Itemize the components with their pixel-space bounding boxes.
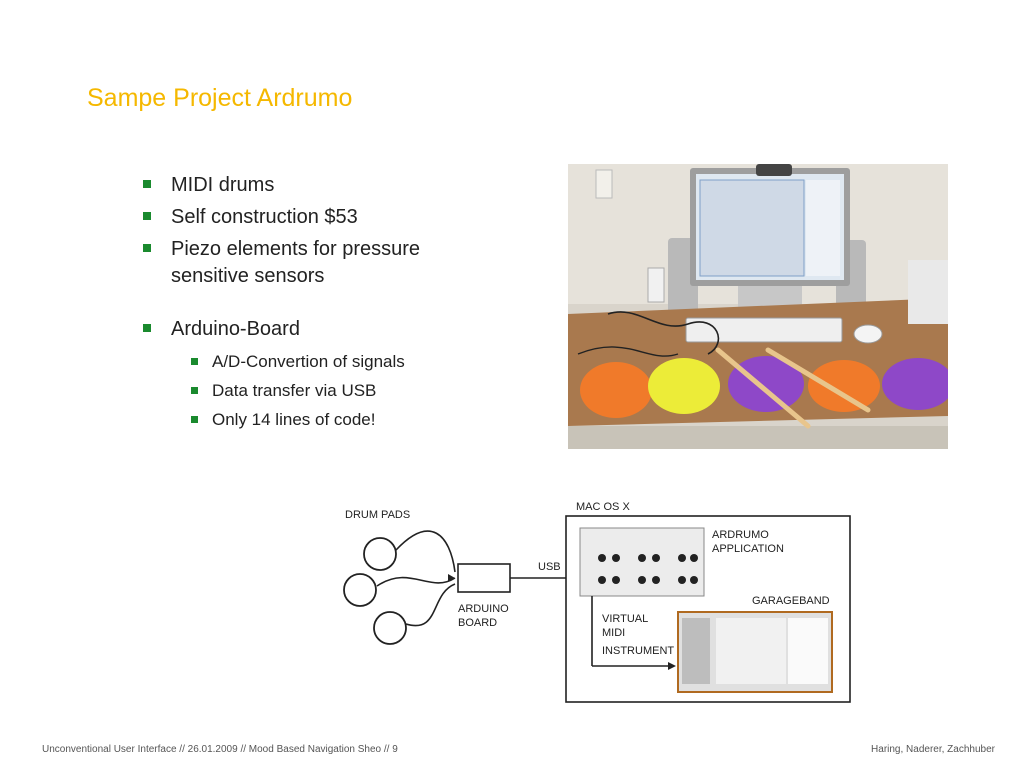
garageband-label: GARAGEBAND [752, 595, 830, 607]
slide-title: Sampe Project Ardrumo [87, 84, 353, 112]
app-label-line2: APPLICATION [712, 543, 784, 555]
mac-os-label: MAC OS X [576, 501, 630, 513]
sub-bullet-item: Data transfer via USB [189, 376, 503, 405]
bullet-item: Piezo elements for pressure sensitive se… [143, 236, 503, 290]
arduino-board-box [457, 563, 511, 593]
footer-right: Haring, Naderer, Zachhuber [871, 744, 995, 755]
usb-label: USB [538, 561, 561, 573]
app-label-line1: ARDRUMO [712, 529, 769, 541]
arduino-label-line2: BOARD [458, 617, 497, 629]
virtual-label-line1: VIRTUAL [602, 613, 648, 625]
bullet-item: MIDI drums [143, 172, 503, 199]
arduino-label-line1: ARDUINO [458, 603, 509, 615]
bullet-item-label: Arduino-Board [171, 318, 300, 340]
sub-bullet-list: A/D-Convertion of signals Data transfer … [171, 347, 503, 434]
drum-pad-circle [373, 611, 407, 645]
setup-photo [568, 164, 948, 449]
drum-pad-circle [363, 537, 397, 571]
virtual-label-line2: MIDI [602, 627, 625, 639]
sub-bullet-item: Only 14 lines of code! [189, 405, 503, 434]
drum-pads-label: DRUM PADS [345, 509, 410, 521]
virtual-label-line3: INSTRUMENT [602, 645, 674, 657]
footer-left: Unconventional User Interface // 26.01.2… [42, 744, 398, 755]
bullet-item: Self construction $53 [143, 204, 503, 231]
ardrumo-diagram: DRUM PADS ARDUINO BOARD USB MAC OS X ARD… [343, 501, 851, 703]
drum-pad-circle [343, 573, 377, 607]
bullet-list: MIDI drums Self construction $53 Piezo e… [143, 172, 503, 439]
bullet-item-arduino: Arduino-Board A/D-Convertion of signals … [143, 316, 503, 434]
sub-bullet-item: A/D-Convertion of signals [189, 347, 503, 376]
